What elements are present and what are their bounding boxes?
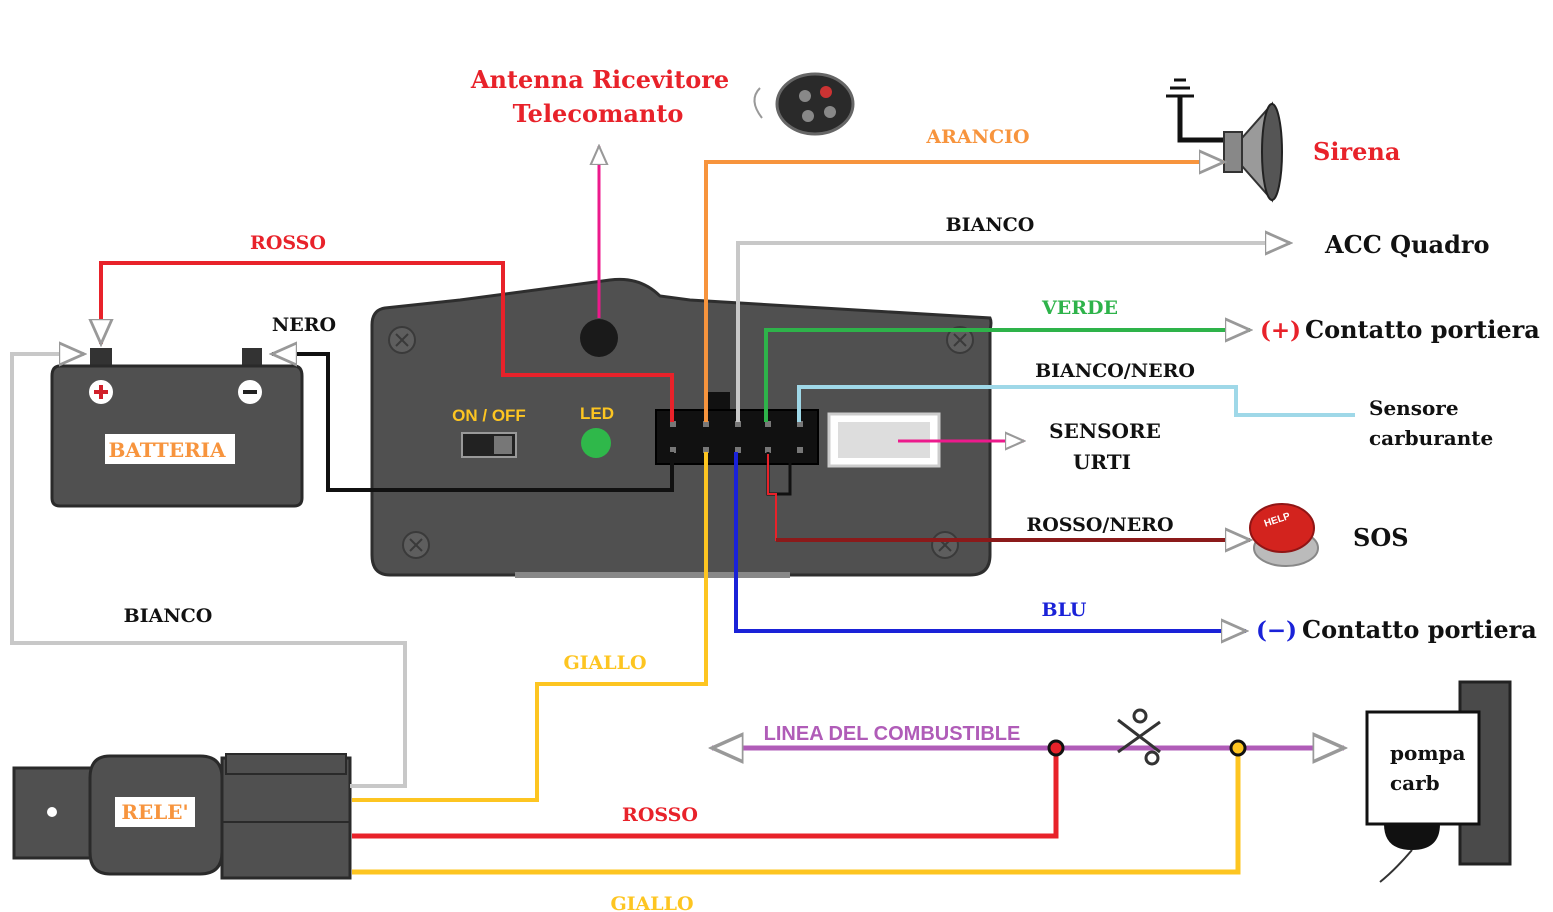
antenna-socket [580,319,618,357]
antenna-title-line1: Antenna Ricevitore [470,65,729,94]
wire-rosso-battery [101,261,674,422]
label-rosso-battery: ROSSO [250,232,326,254]
wire-bianco-nero [797,385,1355,422]
wire-bianco-acc [736,243,1290,422]
junction-giallo [1229,739,1247,757]
label-rosso-nero: ROSSO/NERO [1026,514,1173,536]
relay-hole [47,807,57,817]
relay-connector-cap [225,753,347,775]
relay-label-bg [115,797,195,827]
label-bianco-relay: BIANCO [124,605,213,627]
wire-giallo-relay [352,452,708,802]
unit-bottom-strip [515,572,790,578]
battery-terminal-minus [242,348,262,366]
on-off-label: ON / OFF [452,406,526,425]
contatto-minus-label: Contatto portiera [1302,615,1537,644]
wire-blu [734,452,1246,631]
label-verde: VERDE [1041,297,1118,319]
batteria-label: BATTERIA [108,438,226,462]
fuel-line-label: LINEA DEL COMBUSTIBLE [764,723,1021,745]
relay-connector [220,756,352,880]
contatto-plus-label: Contatto portiera [1305,315,1540,344]
power-switch-knob [494,436,512,454]
wire-bianco-relay [10,354,407,788]
sos-label: SOS [1353,523,1409,552]
acc-quadro-label: ACC Quadro [1324,230,1490,259]
fuel-pump [1365,710,1481,826]
label-bianco-acc: BIANCO [946,214,1035,236]
pompa-line2: carb [1390,771,1440,795]
wire-rosso-relay [352,748,1059,839]
led-label: LED [580,404,614,423]
label-rosso-relay: ROSSO [622,804,698,826]
sos-button-icon [1249,503,1319,567]
antenna-title-line2: Telecomanto [513,99,684,128]
sensore-carb-line1: Sensore [1369,396,1459,420]
contatto-plus-sign: (+) [1260,317,1301,344]
wire-arancio [704,162,1224,422]
wire-giallo-bottom [352,748,1241,875]
fuel-pump-base [1384,824,1440,850]
label-bianco-nero: BIANCO/NERO [1035,360,1195,382]
label-giallo-top: GIALLO [563,652,646,674]
label-arancio: ARANCIO [925,126,1029,148]
connector-pins [670,421,803,453]
battery-terminal-plus [90,348,112,366]
label-giallo-bottom: GIALLO [610,893,693,912]
siren-icon [1166,78,1283,203]
sirena-label: Sirena [1313,137,1400,166]
contatto-minus-sign: (−) [1256,617,1297,644]
label-nero-battery: NERO [272,314,336,336]
sensore-urti-line2: URTI [1073,450,1131,474]
led-indicator [581,428,611,458]
remote-control-icon [753,72,855,136]
wire-nero-battery [272,354,674,492]
label-blu: BLU [1042,599,1087,621]
sensore-carb-line2: carburante [1369,426,1493,450]
sensore-urti-line1: SENSORE [1049,419,1161,443]
connector-latch [708,392,730,410]
wire-verde [764,330,1250,422]
scissors-icon [1117,708,1161,766]
rele-label: RELE' [121,800,188,824]
battery-label-bg [105,434,235,464]
junction-rosso [1047,739,1065,757]
pompa-line1: pompa [1390,741,1465,765]
